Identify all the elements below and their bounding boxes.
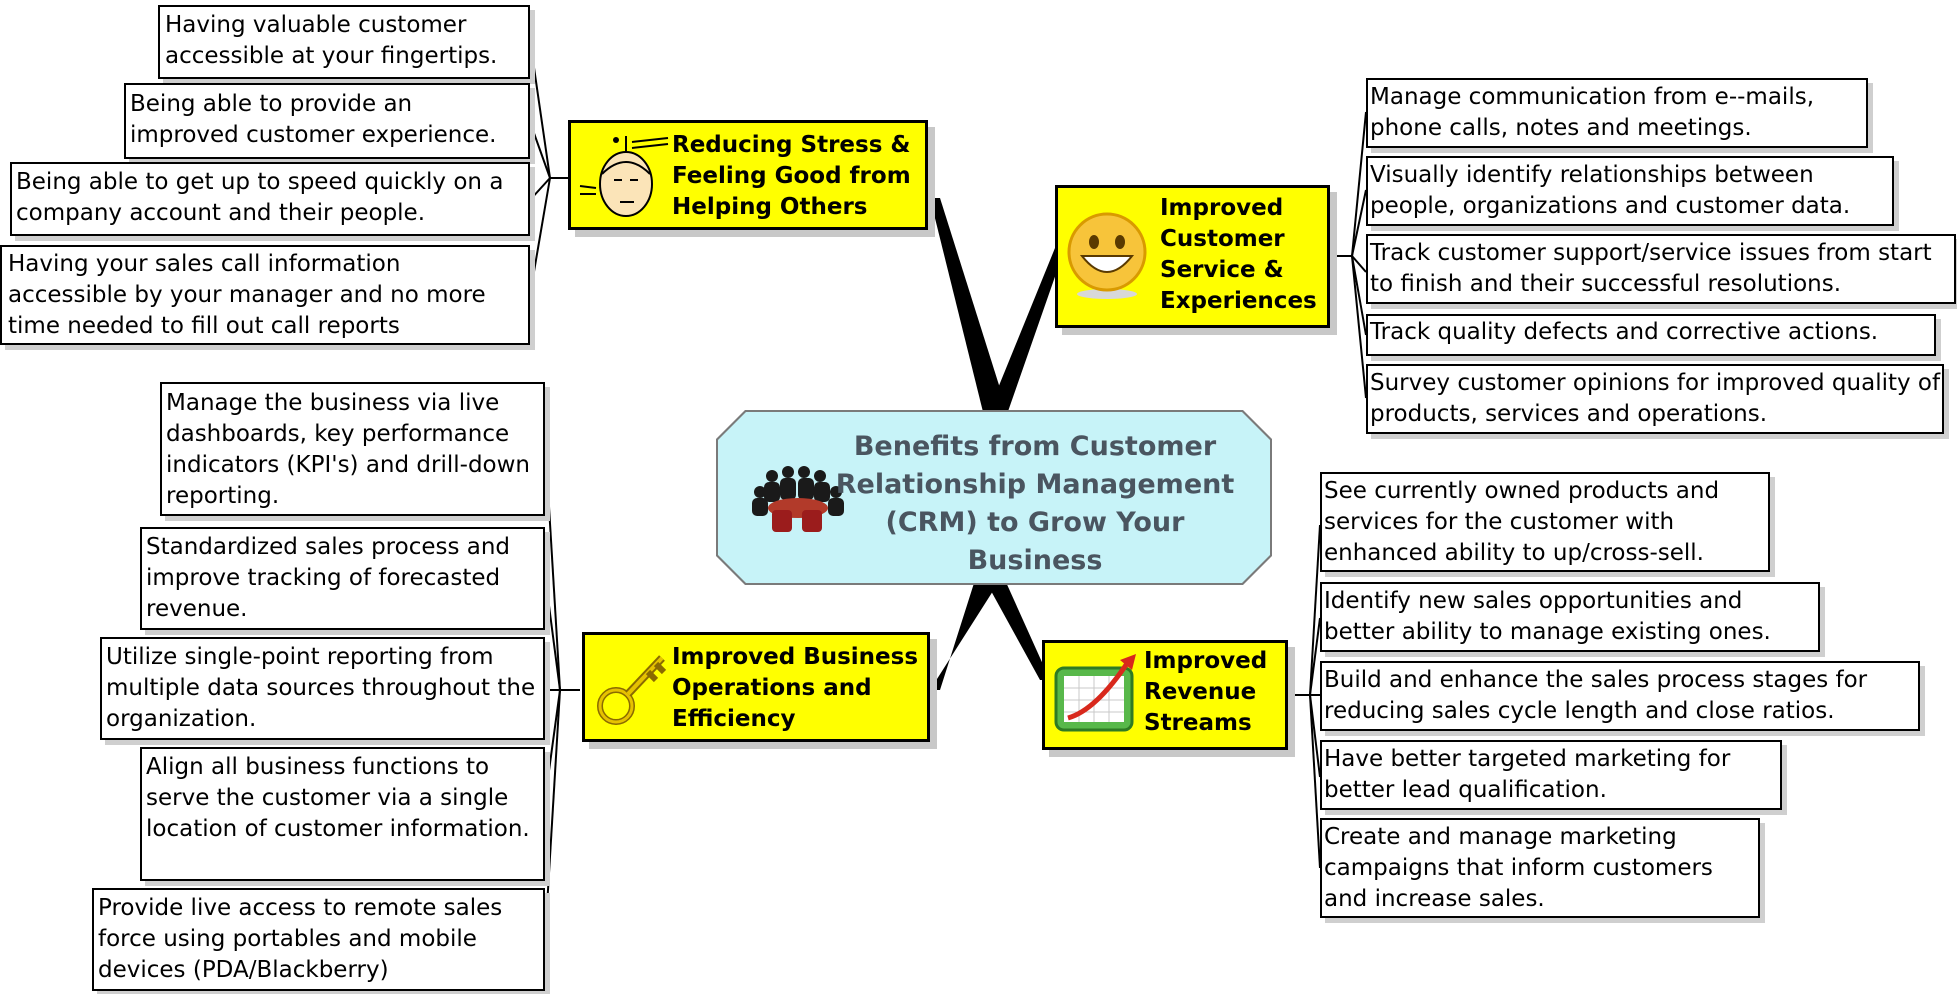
growth-chart-icon [1054,654,1136,732]
stress-item-3[interactable] [10,162,530,236]
people-meeting-icon [752,466,844,532]
branch-center-to-revenue [985,580,1050,680]
service-item-3-text: Track customer support/service issues fr… [1370,240,1932,297]
revenue-item-3-text: Build and enhance the sales process stag… [1324,667,1868,724]
stress-item-2-text: Being able to provide an improved custom… [130,91,497,148]
central-topic-title: Benefits from Customer Relationship Mana… [835,431,1235,576]
operations-item-2-text: Standardized sales process and improve t… [146,534,511,622]
service-item-1[interactable] [1366,78,1868,148]
stress-subtree-lines [529,39,568,296]
topic-business-operations-label: Improved Business Operations and Efficie… [672,644,919,732]
operations-item-3[interactable] [100,637,545,740]
service-subtree-lines [1330,111,1367,399]
revenue-item-5-text: Create and manage marketing campaigns th… [1324,824,1713,912]
smiley-face-icon [1067,212,1147,299]
operations-item-4-text: Align all business functions to serve th… [146,754,530,842]
thinking-head-icon [579,136,669,217]
stress-item-2[interactable] [124,83,530,159]
topic-revenue-streams-label: Improved Revenue Streams [1144,648,1268,736]
operations-item-5-text: Provide live access to remote sales forc… [98,895,503,983]
key-icon [597,655,667,725]
operations-item-1[interactable] [160,382,545,516]
service-item-4-text: Track quality defects and corrective act… [1370,319,1879,345]
service-item-5-text: Survey customer opinions for improved qu… [1370,370,1941,427]
topic-reducing-stress-label: Reducing Stress & Feeling Good from Help… [672,132,911,220]
branch-center-to-service [985,248,1065,420]
stress-item-4-text: Having your sales call information acces… [8,251,486,339]
service-item-5[interactable] [1366,364,1944,434]
revenue-item-4-text: Have better targeted marketing for bette… [1324,746,1731,803]
service-item-2-text: Visually identify relationships between … [1370,162,1851,219]
operations-item-1-text: Manage the business via live dashboards,… [166,390,531,509]
service-item-3[interactable] [1366,234,1956,304]
service-item-2[interactable] [1366,156,1894,226]
operations-item-3-text: Utilize single-point reporting from mult… [106,644,536,732]
operations-item-2[interactable] [140,527,545,630]
stress-item-4[interactable] [0,245,530,345]
revenue-item-2[interactable] [1320,582,1820,652]
revenue-item-4[interactable] [1320,740,1782,810]
operations-subtree-lines [544,439,580,941]
operations-item-5[interactable] [92,888,545,991]
branch-center-to-operations [930,580,1000,690]
revenue-item-1[interactable] [1320,472,1770,572]
service-item-1-text: Manage communication from e--mails, phon… [1370,84,1815,141]
revenue-item-1-text: See currently owned products and service… [1324,478,1720,566]
branch-center-to-stress [930,198,1010,420]
revenue-item-5[interactable] [1320,818,1760,918]
topic-customer-service-label: Improved Customer Service & Experiences [1160,195,1317,314]
stress-item-3-text: Being able to get up to speed quickly on… [16,169,504,226]
stress-item-1-text: Having valuable customer accessible at y… [165,12,498,69]
service-item-4[interactable] [1366,314,1936,356]
stress-item-1[interactable] [158,5,530,79]
revenue-subtree-lines [1288,524,1321,869]
revenue-item-3[interactable] [1320,661,1920,731]
revenue-item-2-text: Identify new sales opportunities and bet… [1324,588,1771,645]
operations-item-4[interactable] [140,747,545,881]
